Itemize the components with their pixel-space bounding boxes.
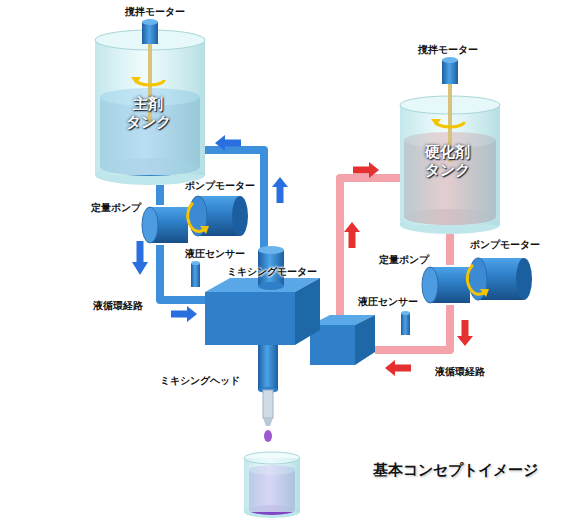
rotation-head: [480, 289, 489, 297]
cup: [244, 452, 300, 518]
caption: 基本コンセプトイメージ: [373, 461, 538, 480]
rotation-arrow: [436, 122, 464, 127]
pressure-sensor: [191, 263, 200, 287]
tank-name: 硬化剤 タンク: [421, 143, 473, 179]
flow-arrow: [385, 360, 411, 376]
part-name: 定量ポンプ: [379, 253, 429, 267]
circulation-pipe: [446, 234, 454, 265]
part-label: 撹拌モーター: [125, 5, 185, 19]
flow-arrow: [132, 241, 148, 275]
flow-arrows: [132, 135, 473, 376]
main-tank: [95, 19, 205, 185]
circulation-pipe: [375, 305, 450, 350]
flow-arrow: [215, 135, 241, 151]
circulation-pipe: [340, 178, 400, 248]
flow-arrow: [353, 162, 379, 178]
part-name: 定量ポンプ: [91, 201, 141, 215]
flow-arrow: [344, 222, 360, 248]
motor-top: [142, 19, 158, 25]
cup-rim: [244, 452, 300, 464]
cup-body: [244, 458, 300, 512]
flow-arrow: [171, 306, 197, 322]
motor-end: [232, 196, 248, 236]
part-label: 液循環経路: [93, 299, 143, 313]
motor-base: [258, 282, 284, 290]
pump-face: [422, 267, 438, 303]
part-label: 液圧センサー: [185, 247, 245, 261]
mixing-block: [205, 246, 320, 345]
drop: [264, 430, 272, 442]
stirrer-motor: [142, 22, 158, 44]
part-label: 撹拌モーター: [418, 43, 478, 57]
motor-top: [442, 57, 458, 63]
block-front: [205, 292, 295, 345]
sensor-top: [401, 311, 410, 315]
part-label: ポンプモーター: [185, 179, 255, 193]
tank-body: [95, 40, 205, 175]
flow-arrow: [272, 177, 288, 203]
motor-end: [516, 258, 532, 300]
block-side: [355, 315, 375, 365]
stirrer-motor: [442, 60, 458, 84]
rotation-head: [431, 119, 441, 126]
nozzle-body: [258, 345, 278, 390]
mixing-unit: ミキシングモーターミキシングヘッド: [205, 248, 375, 365]
left-pump: [142, 196, 248, 243]
mixing-head: [258, 345, 278, 442]
tank-name: 主剤 タンク: [122, 95, 174, 131]
circulation-pipe: [156, 185, 164, 205]
part-label: 液圧センサー: [358, 295, 418, 309]
right-pump: [422, 258, 532, 303]
block-side: [295, 278, 320, 345]
rotation-head: [200, 226, 209, 234]
rotation-head: [131, 77, 141, 84]
pressure-sensor: [401, 313, 410, 335]
hardener-tank: [400, 57, 500, 234]
pipe-stub: [336, 247, 344, 322]
tank: 主剤 タンク: [95, 30, 205, 185]
part-name: ミキシングヘッド: [160, 374, 240, 388]
motor-top: [258, 246, 284, 254]
part-name: ミキシングモーター: [227, 265, 317, 279]
flow-arrow: [457, 320, 473, 346]
nozzle-tip: [263, 390, 273, 418]
part-label: 液循環経路: [435, 365, 485, 379]
rotation-arrow: [136, 80, 164, 85]
sensor-top: [191, 261, 200, 265]
part-label: ポンプモーター: [470, 238, 540, 252]
nozzle-end: [263, 418, 273, 426]
pump: 定量ポンプ: [425, 265, 475, 305]
tank: 硬化剤 タンク: [400, 96, 500, 234]
pump: 定量ポンプ: [145, 205, 190, 245]
pump-face: [142, 207, 158, 243]
